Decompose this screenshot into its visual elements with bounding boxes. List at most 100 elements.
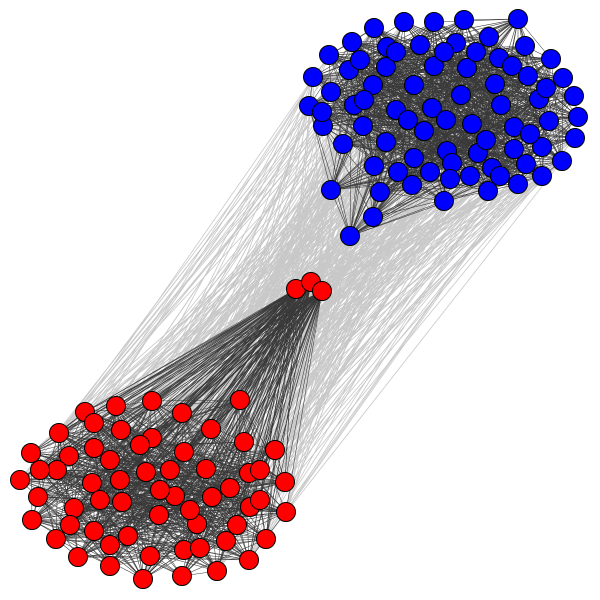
intra-group-edge [183,281,312,551]
intra-group-edge [169,290,323,471]
blue-node [363,207,383,227]
red-node [150,480,170,500]
intra-group-edge [475,51,519,185]
red-node [46,529,66,549]
red-node [47,460,67,480]
intra-group-edge [308,105,332,191]
red-node [250,460,270,480]
red-node [84,521,104,541]
intra-group-edge [58,288,297,434]
blue-node [532,166,552,186]
red-node [180,500,200,520]
intra-group-edge [73,288,297,509]
blue-node [466,42,486,62]
intra-group-edge [149,555,250,561]
intra-group-edge [494,83,575,97]
intra-group-edge [199,290,323,549]
red-node [110,470,130,490]
red-node [196,459,216,479]
intra-group-edge [330,125,364,191]
intra-group-edge [225,511,287,542]
blue-node [364,18,384,38]
intra-group-edge [181,469,261,577]
inter-group-edge [274,76,314,451]
blue-node [342,32,362,52]
graph-nodes [10,9,588,589]
blue-node [364,156,384,176]
blue-node [451,85,471,105]
red-node [130,435,150,455]
intra-group-edge [284,290,323,483]
blue-node [532,137,552,157]
intra-group-edge [56,290,323,471]
intra-group-edge [30,281,312,454]
red-node [68,547,88,567]
blue-node [340,226,360,246]
red-node [60,515,80,535]
blue-node [321,82,341,102]
inter-group-edge [58,91,332,434]
intra-group-edge [561,77,564,162]
red-node [174,442,194,462]
intra-group-edge [239,290,323,401]
red-node [84,413,104,433]
intra-group-edge [322,125,374,218]
inter-group-edge [310,41,353,283]
intra-group-edge [363,99,487,141]
blue-node [404,148,424,168]
blue-node [440,169,460,189]
intra-group-edge [349,165,375,237]
intra-group-edge [93,290,323,424]
intra-group-edge [321,111,501,177]
red-node [30,460,50,480]
red-node [220,478,240,498]
intra-group-edge [37,459,111,498]
intra-group-edge [321,111,399,173]
inter-group-edge [120,109,397,431]
red-node [230,390,250,410]
blue-node [321,180,341,200]
red-node [201,419,221,439]
blue-node [319,45,339,65]
intra-group-edge [31,281,312,521]
red-node [190,538,210,558]
intra-group-edge [265,449,276,540]
intra-group-edge [379,87,547,193]
intra-group-edge [93,290,323,449]
intra-group-edge [93,281,312,424]
intra-group-edge [31,519,111,567]
blue-node [353,116,373,136]
inter-group-edge [229,160,563,489]
inter-group-edge [248,146,543,561]
red-node [149,505,169,525]
blue-node [434,191,454,211]
intra-group-edge [372,157,415,218]
blue-node [457,58,477,78]
blue-node [478,181,498,201]
intra-group-edge [109,281,312,461]
red-node [256,529,276,549]
intra-group-edge [37,290,323,498]
red-node [106,396,126,416]
red-node [227,515,247,535]
intra-group-edge [31,482,93,521]
inter-group-edge [284,116,579,483]
red-node [239,550,259,570]
red-node [82,473,102,493]
inter-group-edge [58,46,388,434]
inter-group-edge [248,175,501,474]
inter-group-edge [151,165,375,439]
intra-group-edge [308,41,353,107]
intra-group-edge [265,281,312,540]
blue-node [350,50,370,70]
inter-group-edge [73,125,324,509]
inter-group-edge [30,119,409,454]
intra-group-edge [68,281,312,457]
red-node [250,490,270,510]
intra-group-edge [93,290,323,532]
intra-group-edge [127,524,238,537]
blue-node [333,134,353,154]
intra-group-edge [312,65,435,78]
red-node [22,510,42,530]
intra-group-edge [39,400,153,471]
